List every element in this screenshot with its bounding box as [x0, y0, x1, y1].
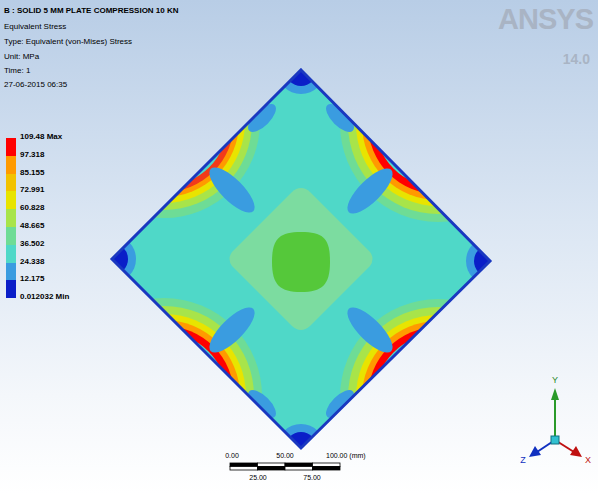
legend-value: 0.012032 Min [20, 293, 69, 302]
legend-swatch [6, 280, 16, 298]
software-version: 14.0 [563, 52, 590, 67]
legend-value: 48.665 [20, 222, 44, 231]
legend-value: 36.502 [20, 240, 44, 249]
legend-value: 24.338 [20, 258, 44, 267]
software-logo: ANSYS [498, 4, 593, 36]
scale-value: 25.00 [249, 474, 267, 482]
contour-field [66, 26, 536, 494]
legend-value: 12.175 [20, 275, 44, 284]
result-unit: Unit: MPa [4, 53, 39, 62]
legend-value: 109.48 Max [20, 133, 62, 142]
result-date: 27-06-2015 06:35 [4, 81, 67, 90]
axis-label: X [585, 456, 591, 466]
result-type: Type: Equivalent (von-Mises) Stress [4, 38, 132, 47]
legend-swatch [6, 245, 16, 263]
axis-triad [529, 388, 582, 457]
legend-swatch [6, 227, 16, 245]
legend-value: 97.318 [20, 151, 44, 160]
legend-swatch [6, 191, 16, 209]
axis-label: Y [552, 376, 558, 386]
legend-swatch [6, 138, 16, 156]
result-name: Equivalent Stress [4, 23, 66, 32]
axis-label: Z [520, 456, 526, 466]
scale-bar [230, 463, 340, 470]
legend-value: 85.155 [20, 169, 44, 178]
legend-value: 60.828 [20, 204, 44, 213]
result-time: Time: 1 [4, 67, 30, 76]
plot-title: B : SOLID 5 MM PLATE COMPRESSION 10 KN [4, 7, 179, 16]
scale-value: 50.00 [276, 452, 294, 460]
legend-value: 72.991 [20, 186, 44, 195]
scale-value: 0.00 [225, 452, 239, 460]
legend-swatch [6, 174, 16, 192]
scale-value: 100.00 (mm) [326, 452, 366, 460]
legend-swatch [6, 156, 16, 174]
plate-outline [112, 70, 490, 448]
legend-swatch [6, 209, 16, 227]
legend-swatch [6, 263, 16, 281]
scale-value: 75.00 [303, 474, 321, 482]
